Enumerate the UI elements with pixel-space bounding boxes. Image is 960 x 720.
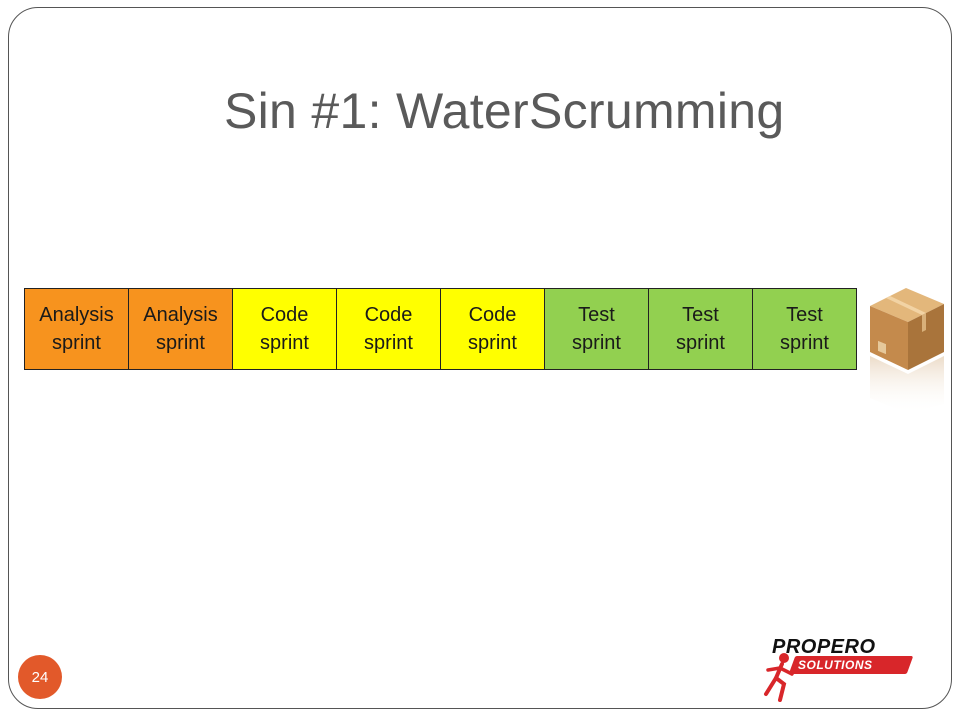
sprint-box: Analysis sprint [129, 288, 233, 370]
sprint-label-line1: Test [786, 304, 823, 326]
sprint-box: Code sprint [337, 288, 441, 370]
logo-line-1: PROPERO [772, 636, 876, 658]
propero-logo: PROPERO SOLUTIONS [762, 636, 914, 702]
sprint-label-line1: Test [682, 304, 719, 326]
sprint-box: Analysis sprint [25, 288, 129, 370]
sprint-label-line1: Code [364, 304, 413, 326]
sprint-box: Code sprint [233, 288, 337, 370]
sprint-label-line1: Code [468, 304, 517, 326]
sprint-label: Test sprint [676, 301, 725, 357]
sprint-label-line1: Analysis [143, 304, 218, 326]
sprint-box: Test sprint [649, 288, 753, 370]
sprint-label: Analysis sprint [39, 301, 113, 357]
package-box-icon [870, 288, 944, 414]
sprint-label-line2: sprint [572, 332, 621, 354]
sprint-label-line1: Test [578, 304, 615, 326]
runner-icon [764, 653, 794, 702]
sprint-label: Code sprint [468, 301, 517, 357]
sprint-label: Test sprint [780, 301, 829, 357]
sprint-box: Test sprint [545, 288, 649, 370]
sprint-label-line1: Analysis [39, 304, 114, 326]
sprint-label: Code sprint [260, 301, 309, 357]
sprint-box: Test sprint [753, 288, 857, 370]
slide-title: Sin #1: WaterScrumming [224, 83, 785, 139]
sprint-label-line2: sprint [156, 332, 205, 354]
sprint-label-line2: sprint [260, 332, 309, 354]
sprint-box: Code sprint [441, 288, 545, 370]
sprint-label: Analysis sprint [143, 301, 217, 357]
sprint-label: Test sprint [572, 301, 621, 357]
sprint-label-line2: sprint [780, 332, 829, 354]
sprint-label: Code sprint [364, 301, 413, 357]
logo-line-2: SOLUTIONS [798, 658, 873, 672]
sprint-label-line2: sprint [52, 332, 101, 354]
sprint-label-line1: Code [260, 304, 309, 326]
sprint-label-line2: sprint [364, 332, 413, 354]
sprint-label-line2: sprint [468, 332, 517, 354]
sprint-label-line2: sprint [676, 332, 725, 354]
page-number-badge: 24 [18, 655, 62, 699]
